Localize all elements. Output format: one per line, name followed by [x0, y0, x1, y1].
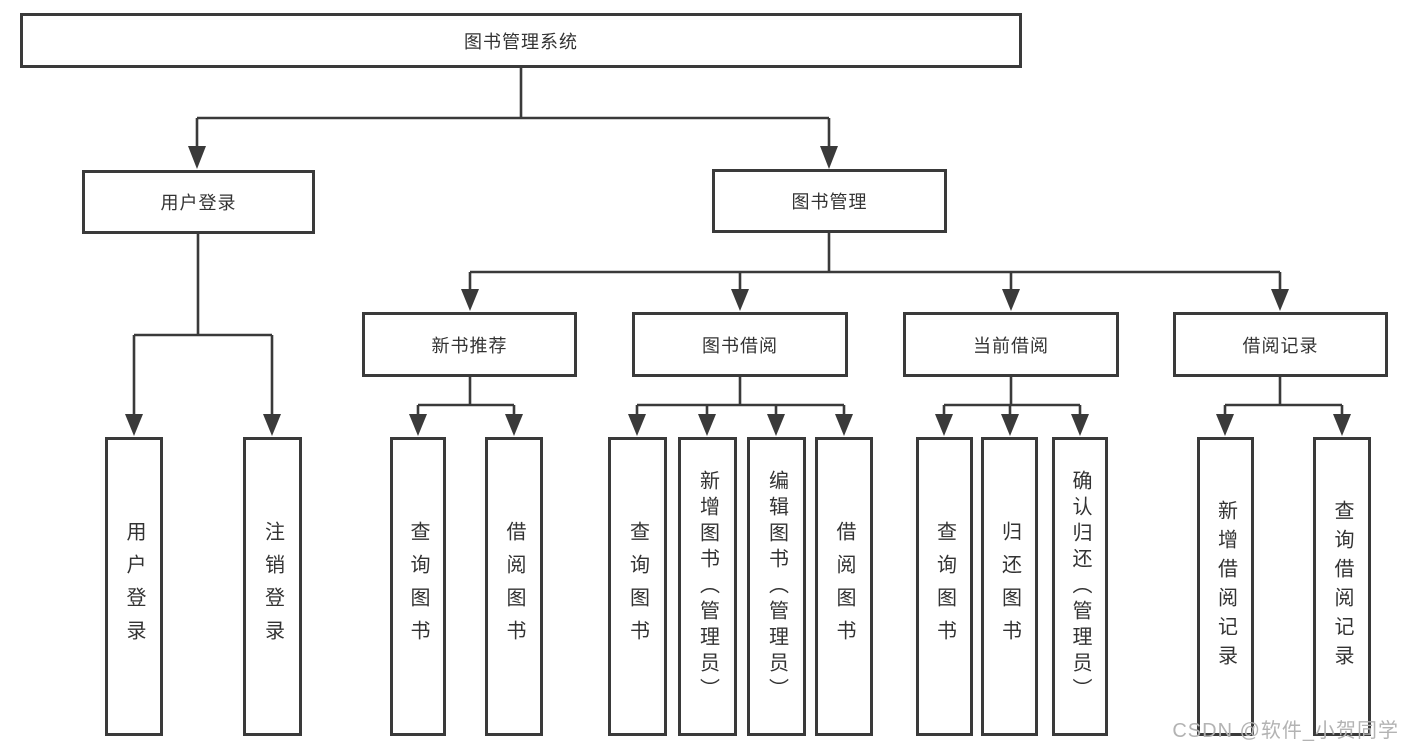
leaf-return-books-label: 归还图书: [998, 520, 1021, 653]
leaf-query-books-recommend: 查询图书: [390, 437, 446, 736]
leaf-user-login-label: 用户登录: [123, 520, 145, 653]
leaf-confirm-return-admin: 确认归还（管理员）: [1052, 437, 1108, 736]
leaf-add-books-admin-label: 新增图书（管理员）: [696, 469, 719, 704]
leaf-borrow-books-label: 借阅图书: [833, 520, 855, 653]
leaf-borrow-books-recommend-label: 借阅图书: [503, 520, 525, 653]
leaf-edit-books-admin-label: 编辑图书（管理员）: [765, 469, 788, 704]
node-book-borrow: 图书借阅: [632, 312, 848, 377]
leaf-query-borrow-record: 查询借阅记录: [1313, 437, 1371, 736]
leaf-user-login: 用户登录: [105, 437, 163, 736]
leaf-add-books-admin: 新增图书（管理员）: [678, 437, 737, 736]
node-borrow-records-label: 借阅记录: [1242, 335, 1319, 356]
node-current-borrow-label: 当前借阅: [973, 335, 1049, 356]
root-node-label: 图书管理系统: [464, 31, 578, 52]
node-new-book-recommend: 新书推荐: [362, 312, 577, 377]
leaf-query-books-recommend-label: 查询图书: [407, 520, 429, 653]
node-user-login: 用户登录: [82, 170, 315, 234]
node-book-management-label: 图书管理: [791, 192, 868, 212]
leaf-borrow-books-recommend: 借阅图书: [485, 437, 543, 736]
leaf-query-books-borrow-label: 查询图书: [626, 520, 649, 653]
node-book-management: 图书管理: [712, 169, 947, 233]
leaf-query-books-borrow: 查询图书: [608, 437, 667, 736]
leaf-add-borrow-record-label: 新增借阅记录: [1214, 499, 1237, 674]
leaf-query-books-current-label: 查询图书: [933, 520, 956, 653]
leaf-confirm-return-admin-label: 确认归还（管理员）: [1069, 469, 1091, 704]
node-new-book-recommend-label: 新书推荐: [431, 335, 508, 356]
node-user-login-label: 用户登录: [160, 193, 237, 213]
leaf-logout: 注销登录: [243, 437, 302, 736]
root-node-library-system: 图书管理系统: [20, 13, 1022, 68]
leaf-return-books: 归还图书: [981, 437, 1038, 736]
leaf-borrow-books: 借阅图书: [815, 437, 873, 736]
leaf-add-borrow-record: 新增借阅记录: [1197, 437, 1254, 736]
node-current-borrow: 当前借阅: [903, 312, 1119, 377]
node-borrow-records: 借阅记录: [1173, 312, 1388, 377]
node-book-borrow-label: 图书借阅: [702, 335, 778, 356]
leaf-logout-label: 注销登录: [261, 520, 284, 653]
leaf-query-borrow-record-label: 查询借阅记录: [1331, 499, 1353, 674]
leaf-query-books-current: 查询图书: [916, 437, 973, 736]
leaf-edit-books-admin: 编辑图书（管理员）: [747, 437, 806, 736]
csdn-watermark: CSDN @软件_小贺同学: [1172, 720, 1399, 742]
